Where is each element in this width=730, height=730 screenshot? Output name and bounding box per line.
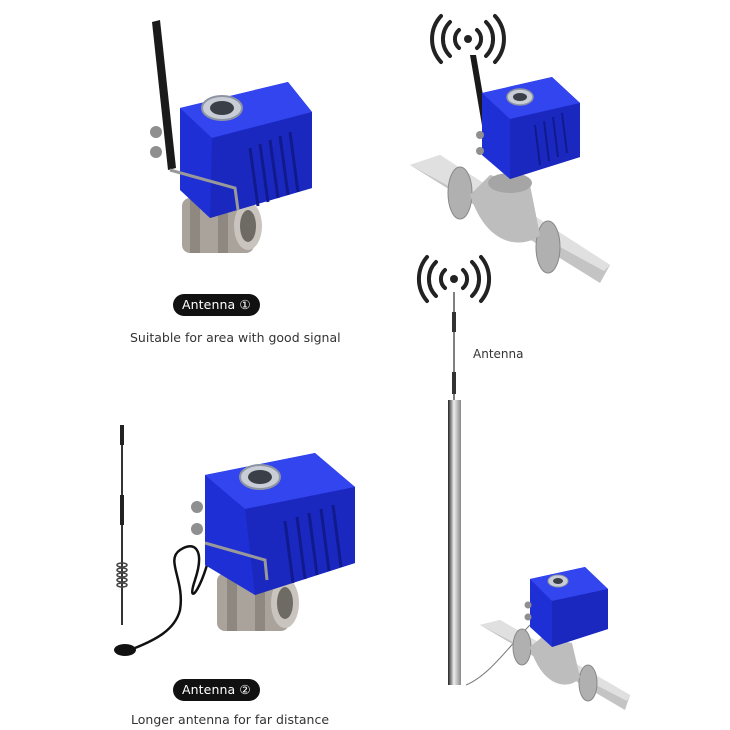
- actuator-valve-short-antenna-image: [150, 20, 312, 253]
- antenna-2-badge: Antenna ②: [173, 679, 260, 701]
- antenna-1-badge: Antenna ①: [173, 294, 260, 316]
- actuator-valve-magnetic-antenna-image: [191, 453, 355, 631]
- magnetic-spring-antenna-image: [114, 425, 136, 656]
- antenna-label: Antenna: [473, 347, 524, 361]
- wifi-signal-icon: [430, 14, 506, 64]
- pipe-valve-actuator-bottom-image: [465, 567, 630, 710]
- antenna-2-caption: Longer antenna for far distance: [131, 712, 330, 727]
- wifi-signal-icon: [416, 255, 492, 303]
- pole-antenna-image: [448, 292, 461, 685]
- antenna-1-caption: Suitable for area with good signal: [130, 330, 341, 345]
- antenna-cable: [134, 529, 217, 650]
- pipe-valve-actuator-top-image: [410, 55, 610, 283]
